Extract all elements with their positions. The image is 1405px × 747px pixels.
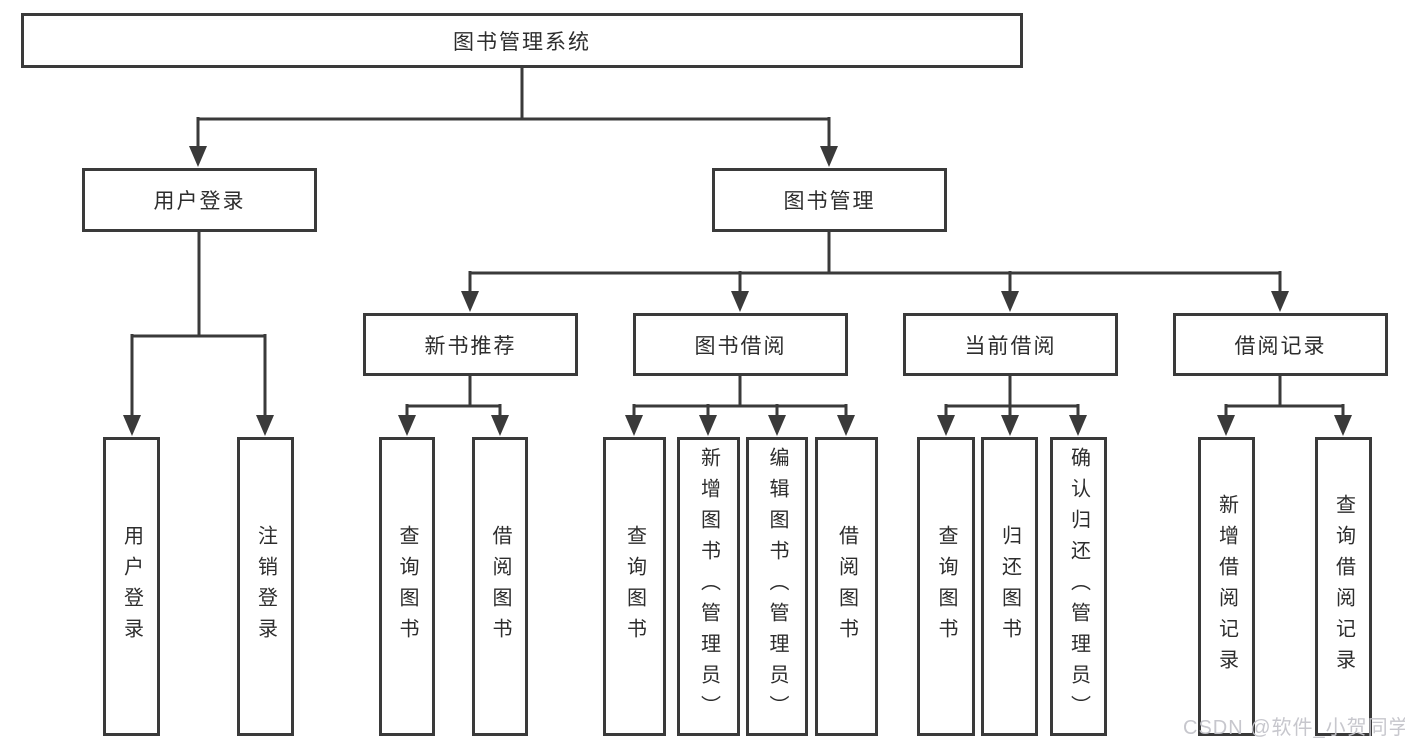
leaf-borrow-books-label: 借阅图书: [835, 524, 858, 649]
leaf-add-books-admin-label: 新增图书（管理员）: [697, 447, 720, 726]
node-book-borrow-label: 图书借阅: [694, 334, 787, 358]
leaf-add-borrow-record: 新增借阅记录: [1198, 437, 1255, 736]
leaf-query-borrow-record: 查询借阅记录: [1315, 437, 1372, 736]
node-borrow-records-label: 借阅记录: [1234, 334, 1327, 358]
node-new-book-recommend-label: 新书推荐: [424, 334, 517, 358]
leaf-borrow-books-recommend-label: 借阅图书: [489, 524, 511, 649]
node-borrow-records: 借阅记录: [1173, 313, 1388, 376]
node-root-label: 图书管理系统: [453, 30, 591, 54]
arrowheads: [123, 146, 1352, 436]
leaf-return-books: 归还图书: [981, 437, 1038, 736]
node-root: 图书管理系统: [21, 13, 1023, 68]
leaf-query-books-current-label: 查询图书: [935, 524, 957, 649]
node-book-management-label: 图书管理: [783, 190, 876, 213]
leaf-borrow-books-recommend: 借阅图书: [472, 437, 528, 736]
leaf-edit-books-admin: 编辑图书（管理员）: [746, 437, 808, 736]
csdn-watermark: CSDN @软件_小贺同学: [1183, 717, 1405, 739]
node-current-borrow-label: 当前借阅: [964, 334, 1057, 358]
connector-path: [130, 66, 1345, 419]
leaf-query-borrow-record-label: 查询借阅记录: [1332, 493, 1355, 680]
node-book-borrow: 图书借阅: [633, 313, 848, 376]
leaf-query-books-borrow: 查询图书: [603, 437, 666, 736]
leaf-query-books-recommend-label: 查询图书: [396, 524, 418, 649]
leaf-add-borrow-record-label: 新增借阅记录: [1215, 493, 1238, 680]
leaf-query-books-current: 查询图书: [917, 437, 975, 736]
leaf-logout: 注销登录: [237, 437, 294, 736]
leaf-return-books-label: 归还图书: [998, 524, 1021, 649]
leaf-confirm-return-admin: 确认归还（管理员）: [1050, 437, 1107, 736]
node-user-login: 用户登录: [82, 168, 317, 232]
leaf-user-login: 用户登录: [103, 437, 160, 736]
node-user-login-label: 用户登录: [153, 190, 246, 213]
leaf-borrow-books: 借阅图书: [815, 437, 878, 736]
node-current-borrow: 当前借阅: [903, 313, 1118, 376]
node-new-book-recommend: 新书推荐: [363, 313, 578, 376]
leaf-query-books-borrow-label: 查询图书: [623, 524, 646, 649]
node-book-management: 图书管理: [712, 168, 947, 232]
leaf-confirm-return-admin-label: 确认归还（管理员）: [1067, 447, 1090, 726]
leaf-add-books-admin: 新增图书（管理员）: [677, 437, 740, 736]
leaf-edit-books-admin-label: 编辑图书（管理员）: [766, 447, 788, 726]
leaf-logout-label: 注销登录: [254, 524, 277, 649]
leaf-user-login-label: 用户登录: [120, 524, 143, 649]
leaf-query-books-recommend: 查询图书: [379, 437, 435, 736]
